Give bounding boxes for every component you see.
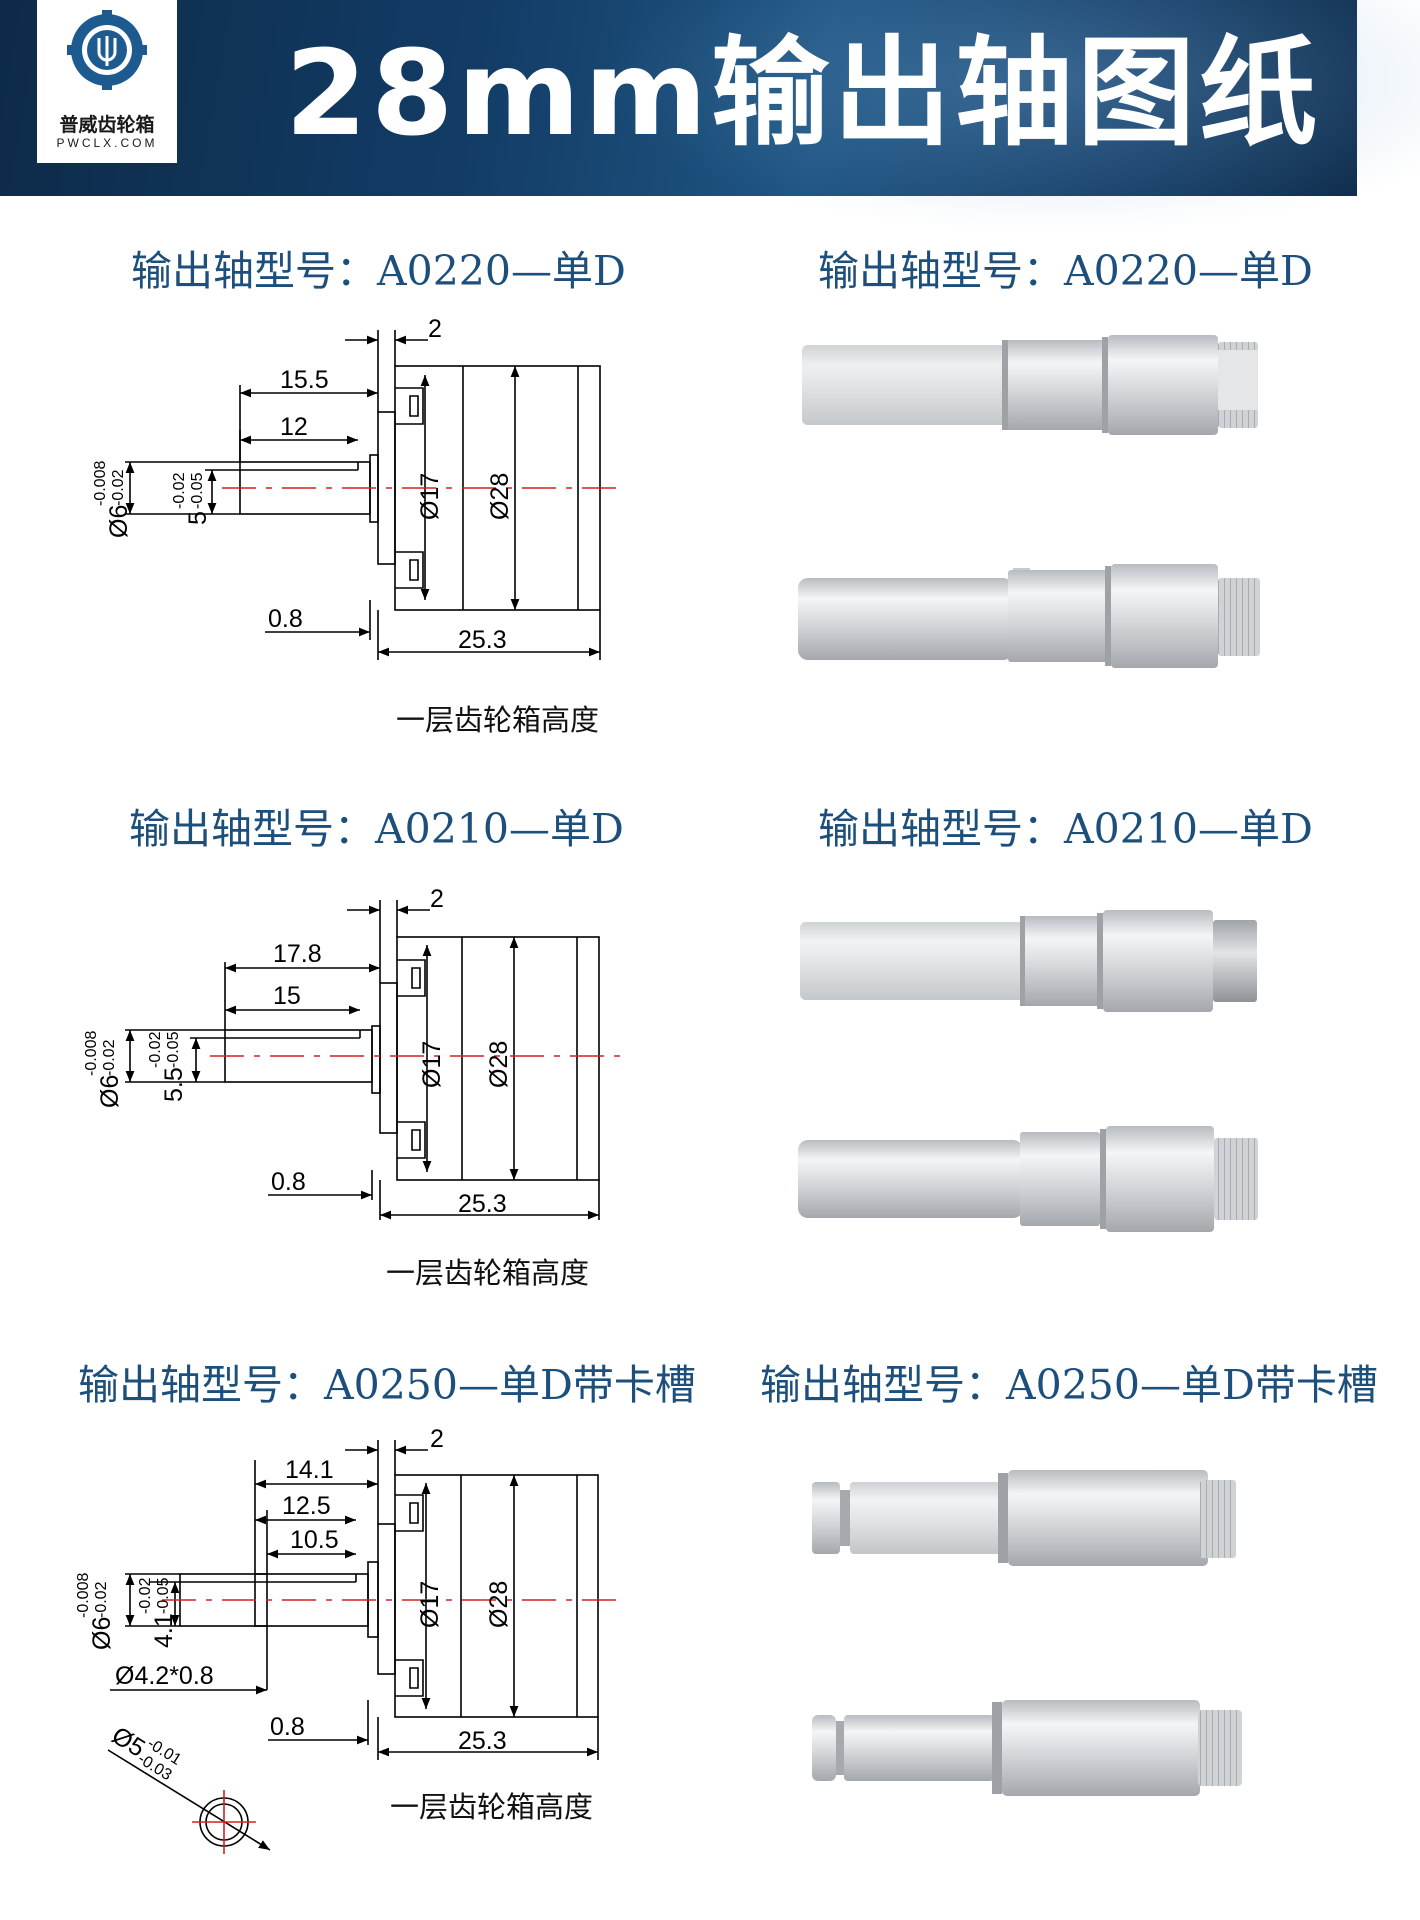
dim-len3: 10.5: [290, 1526, 339, 1554]
dim-flat-tol-dn: -0.05: [189, 472, 206, 509]
shaft-photo-a0250-round: [812, 1700, 1242, 1796]
gear-logo-icon: [67, 10, 147, 90]
model-title-2-left: 输出轴型号：A0210—单D: [129, 805, 624, 853]
dim-shaft-tol-up: -0.008: [75, 1573, 92, 1618]
drawing-a0250: [107, 1440, 625, 1854]
technical-drawings: 2 15.5 12 0.8 25.3 Ø6 -0.008 -0.02 5 -0.…: [75, 315, 625, 1854]
dim-inner-dia: Ø17: [416, 473, 444, 520]
dim-shaft-dia: Ø6: [96, 1075, 124, 1108]
shaft-photo-a0220-flat: [802, 335, 1258, 435]
dim-inner-dia: Ø17: [416, 1581, 444, 1628]
drawing-a0220: [125, 330, 625, 660]
model-title-1-right: 输出轴型号：A0220—单D: [818, 247, 1313, 295]
shaft-photo-a0210-flat: [800, 910, 1257, 1012]
dim-shaft-tol-up: -0.008: [83, 1031, 100, 1076]
dim-inner-dia: Ø17: [418, 1041, 446, 1088]
dim-flat: 4.1: [150, 1613, 178, 1648]
dim-gap: 0.8: [268, 605, 303, 633]
dim-shaft-tol-dn: -0.02: [93, 1581, 110, 1618]
dim-gap: 0.8: [271, 1168, 306, 1196]
model-title-3-right: 输出轴型号：A0250—单D带卡槽: [760, 1361, 1378, 1409]
dim-flat-tol-dn: -0.05: [165, 1031, 182, 1068]
page-title: 28mm输出轴图纸: [285, 24, 1322, 162]
dim-flat-tol-up: -0.02: [171, 472, 188, 509]
banner-light: [520, 0, 1420, 260]
drawing-a0210: [125, 900, 625, 1220]
dim-height: 25.3: [458, 1727, 507, 1755]
dim-len1: 14.1: [285, 1456, 334, 1484]
dim-flat-tol-up: -0.02: [137, 1577, 154, 1614]
dim-groove: Ø4.2*0.8: [115, 1662, 214, 1690]
dim-len2: 12: [280, 413, 308, 441]
model-title-2-right: 输出轴型号：A0210—单D: [818, 805, 1313, 853]
shaft-photo-a0250-flat: [812, 1470, 1236, 1566]
model-title-1-left: 输出轴型号：A0220—单D: [131, 247, 626, 295]
caption-2: 一层齿轮箱高度: [386, 1256, 590, 1290]
dim-outer-dia: Ø28: [485, 1041, 513, 1088]
header-banner: 普威齿轮箱 PWCLX.COM 28mm输出轴图纸: [0, 0, 1420, 260]
dim-len2: 15: [273, 982, 301, 1010]
dim-height: 25.3: [458, 1190, 507, 1218]
logo: 普威齿轮箱 PWCLX.COM: [37, 0, 177, 163]
dim-flat: 5.5: [160, 1067, 188, 1102]
shaft-photos: [798, 335, 1260, 1796]
drawing-a0220-labels: 2 15.5 12 0.8 25.3 Ø6 -0.008 -0.02 5 -0.…: [92, 315, 514, 654]
dim-gap: 0.8: [270, 1713, 305, 1741]
shaft-photo-a0210-round: [798, 1126, 1258, 1232]
dim-outer-dia: Ø28: [486, 473, 514, 520]
drawing-a0250-labels: 2 14.1 12.5 10.5 Ø4.2*0.8 0.8 25.3 Ø6 -0…: [75, 1425, 513, 1784]
drawing-a0210-labels: 2 17.8 15 0.8 25.3 Ø6 -0.008 -0.02 5.5 -…: [83, 885, 513, 1218]
dim-len1: 17.8: [273, 940, 322, 968]
dim-top: 2: [430, 1425, 444, 1453]
dim-len2: 12.5: [282, 1492, 331, 1520]
dim-top: 2: [430, 885, 444, 913]
model-title-3-left: 输出轴型号：A0250—单D带卡槽: [78, 1361, 696, 1409]
dim-flat-tol-up: -0.02: [147, 1031, 164, 1068]
dim-shaft-tol-dn: -0.02: [110, 469, 127, 506]
dim-height: 25.3: [458, 626, 507, 654]
logo-site: PWCLX.COM: [56, 136, 158, 150]
caption-1: 一层齿轮箱高度: [396, 703, 600, 737]
dim-flat-tol-dn: -0.05: [155, 1577, 172, 1614]
dim-flat: 5: [184, 511, 212, 525]
dim-shaft-dia: Ø6: [105, 505, 133, 538]
dim-shaft-tol-dn: -0.02: [101, 1039, 118, 1076]
dim-len1: 15.5: [280, 366, 329, 394]
shaft-photo-a0220-round: [798, 564, 1260, 668]
dim-shaft-tol-up: -0.008: [92, 461, 109, 506]
dim-top: 2: [428, 315, 442, 343]
dim-shaft-dia: Ø6: [88, 1617, 116, 1650]
logo-name: 普威齿轮箱: [59, 114, 155, 136]
caption-3: 一层齿轮箱高度: [390, 1790, 594, 1824]
dim-outer-dia: Ø28: [485, 1581, 513, 1628]
